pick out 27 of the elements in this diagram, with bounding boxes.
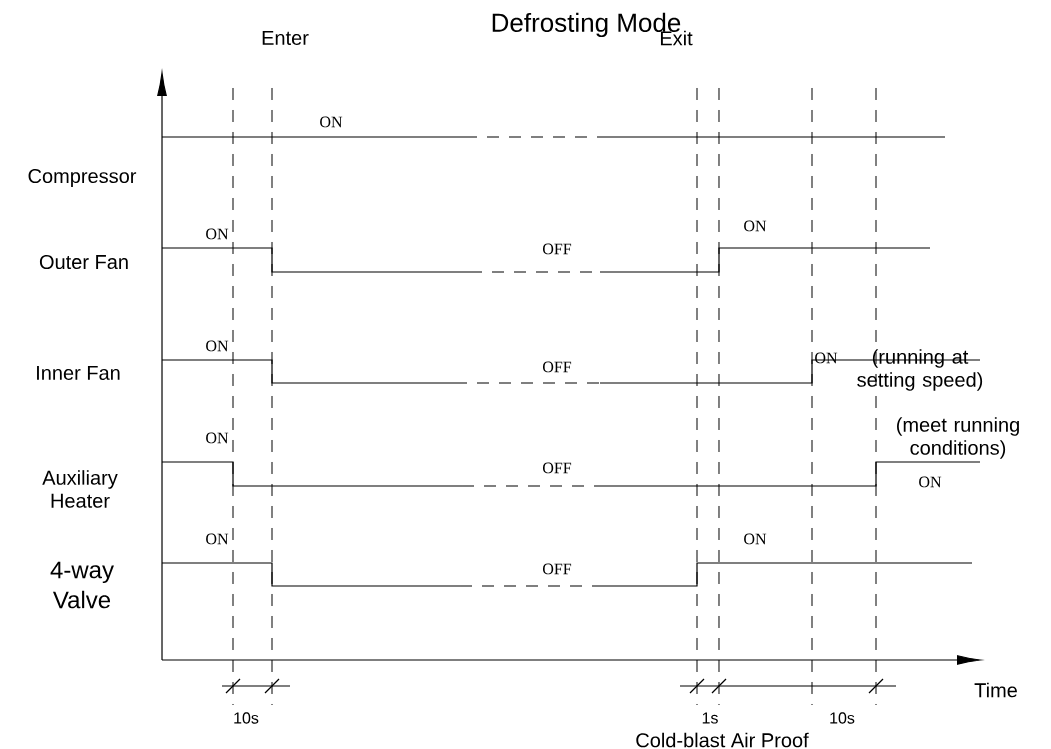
signal-name: Time <box>974 682 1017 698</box>
event-label: Exit <box>660 30 693 46</box>
state-label: ON <box>815 352 838 364</box>
duration-label: 1s <box>702 712 718 724</box>
state-label: ON <box>919 476 942 488</box>
state-label: OFF <box>543 563 572 575</box>
signal-name: Compressor <box>28 168 137 188</box>
state-label: ON <box>206 533 229 545</box>
state-label: OFF <box>543 243 572 255</box>
state-label: ON <box>744 533 767 545</box>
note: Cold-blast Air Proof <box>636 732 809 748</box>
signal-name: Inner Fan <box>37 366 120 380</box>
state-label: ON <box>320 116 343 128</box>
state-label: ON <box>206 432 229 444</box>
state-label: OFF <box>543 462 572 474</box>
note: (meet running conditions) <box>897 417 1019 459</box>
state-label: ON <box>206 228 229 240</box>
signal-name: 4-way Valve <box>50 561 114 609</box>
event-label: Enter <box>262 31 309 45</box>
duration-label: 10s <box>830 712 855 724</box>
duration-label: 10s <box>234 712 259 724</box>
note: (running at setting speed) <box>857 349 983 391</box>
signal-name: Outer Fan <box>39 254 128 270</box>
state-label: ON <box>744 220 767 232</box>
signal-name: Auxiliary Heater <box>42 470 118 508</box>
state-label: ON <box>206 340 229 352</box>
state-label: OFF <box>543 361 572 373</box>
